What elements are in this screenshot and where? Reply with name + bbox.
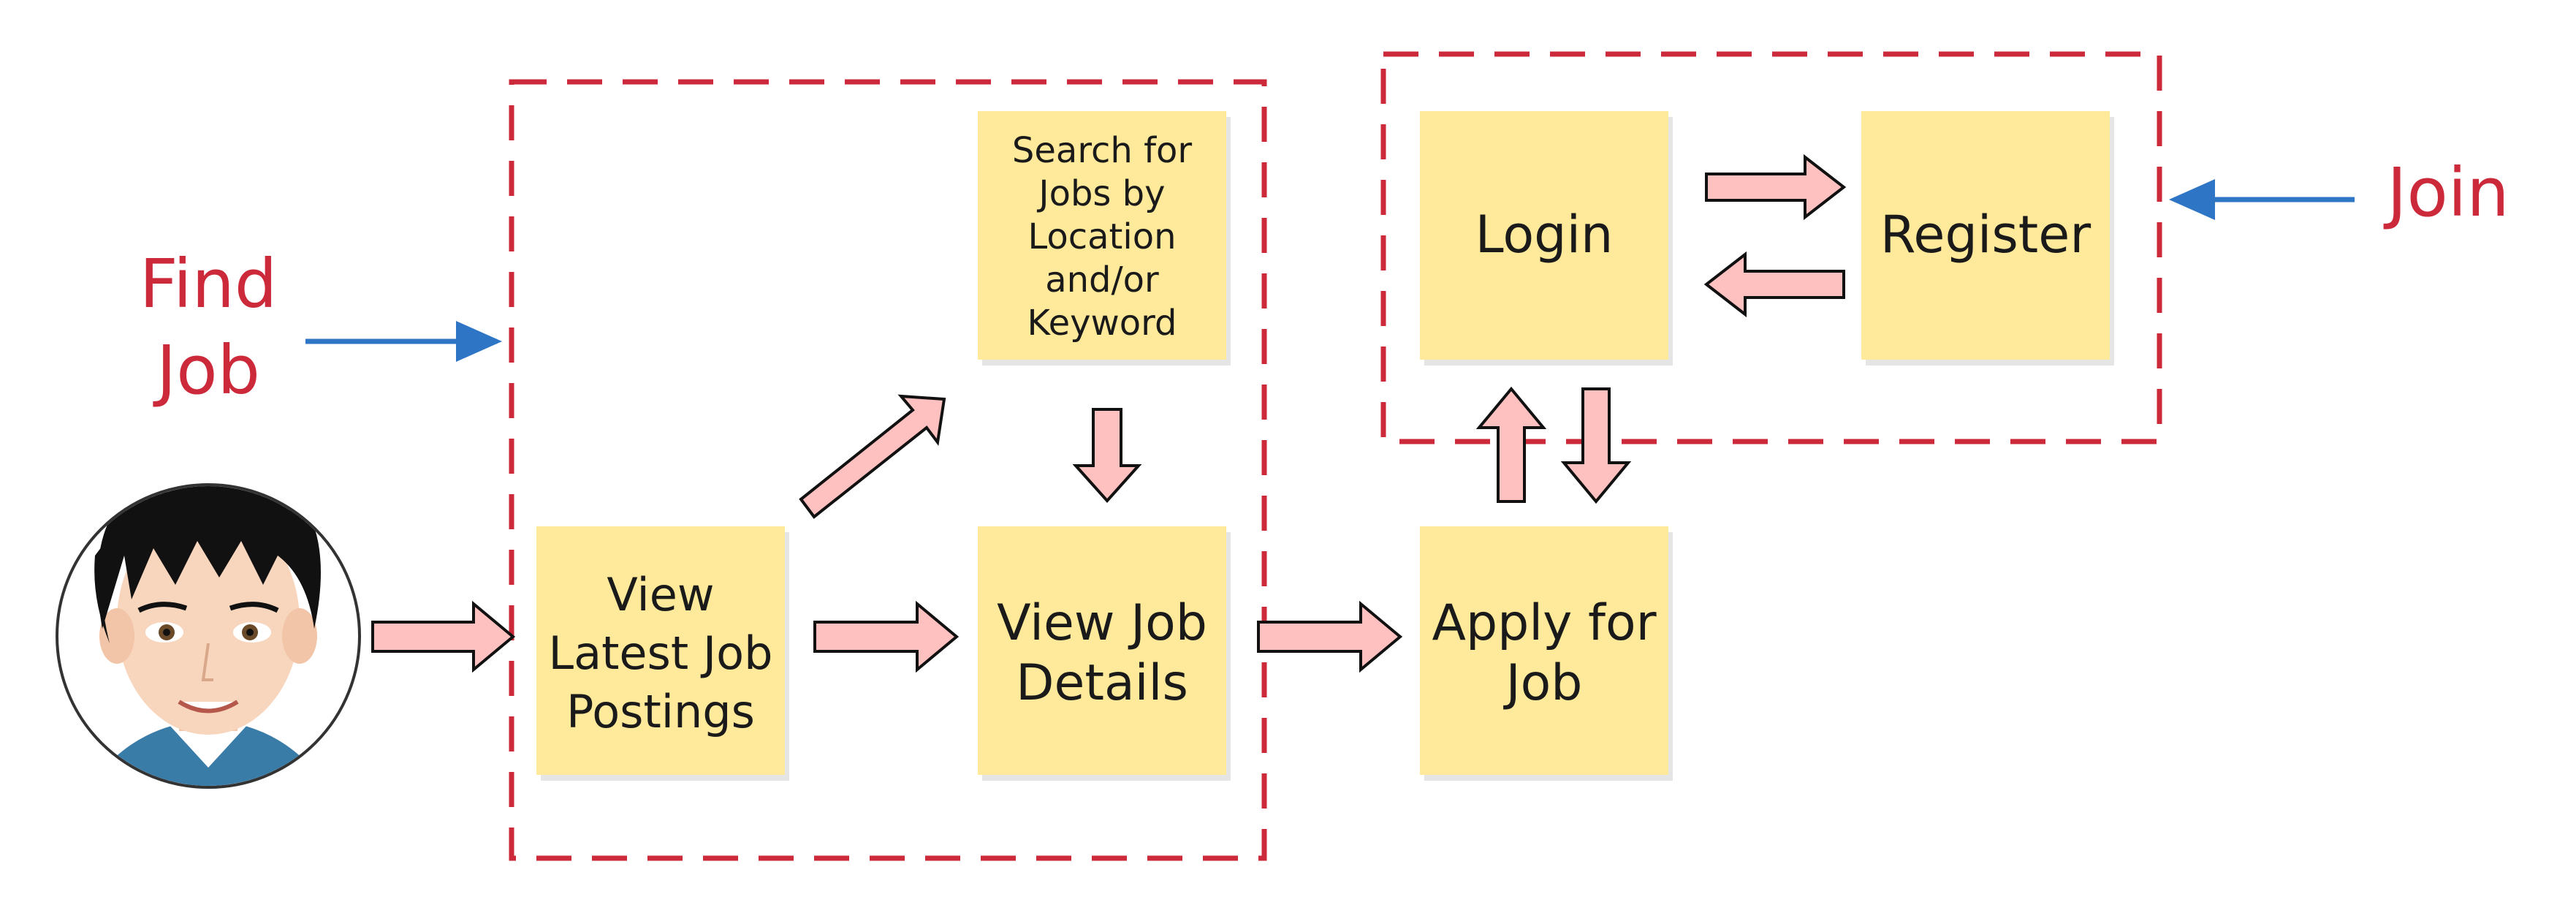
find-job-group xyxy=(509,79,1267,861)
find-job-label-line1: Find xyxy=(140,245,278,323)
note-view-details-line1: View Job xyxy=(997,594,1207,652)
note-apply[interactable]: Apply for Job xyxy=(1420,526,1673,781)
note-view-details[interactable]: View Job Details xyxy=(978,526,1231,781)
join-label: Join xyxy=(2383,154,2509,232)
note-search[interactable]: Search for Jobs by Location and/or Keywo… xyxy=(978,111,1231,366)
note-register-label: Register xyxy=(1880,205,2091,265)
note-view-latest-line2: Latest Job xyxy=(549,626,773,680)
note-register[interactable]: Register xyxy=(1861,111,2114,366)
arrow-user-to-latest xyxy=(371,600,516,673)
note-view-latest[interactable]: View Latest Job Postings xyxy=(536,526,789,781)
note-search-line5: Keyword xyxy=(1027,303,1177,344)
arrow-register-to-login xyxy=(1703,251,1845,318)
note-view-latest-line1: View xyxy=(607,568,714,621)
arrow-login-to-register xyxy=(1705,154,1847,221)
join-group xyxy=(1380,51,2162,444)
note-search-line3: Location xyxy=(1027,216,1176,257)
note-apply-line2: Job xyxy=(1503,654,1583,712)
note-view-details-line2: Details xyxy=(1016,654,1188,712)
find-job-label-line2: Job xyxy=(153,331,260,409)
note-search-line4: and/or xyxy=(1045,260,1159,300)
arrow-latest-to-search xyxy=(799,394,946,519)
note-search-line2: Jobs by xyxy=(1036,173,1165,214)
note-search-line1: Search for xyxy=(1012,130,1192,171)
arrow-search-to-details xyxy=(1072,408,1142,503)
note-login-label: Login xyxy=(1475,205,1614,265)
note-apply-line1: Apply for xyxy=(1432,594,1656,652)
note-view-latest-line3: Postings xyxy=(566,685,755,738)
arrow-apply-to-login xyxy=(1475,386,1547,503)
user-avatar-icon xyxy=(56,483,361,789)
arrow-login-to-apply xyxy=(1560,387,1632,504)
note-login[interactable]: Login xyxy=(1420,111,1673,366)
arrow-latest-to-details xyxy=(813,600,960,673)
arrow-details-to-apply xyxy=(1257,600,1403,673)
